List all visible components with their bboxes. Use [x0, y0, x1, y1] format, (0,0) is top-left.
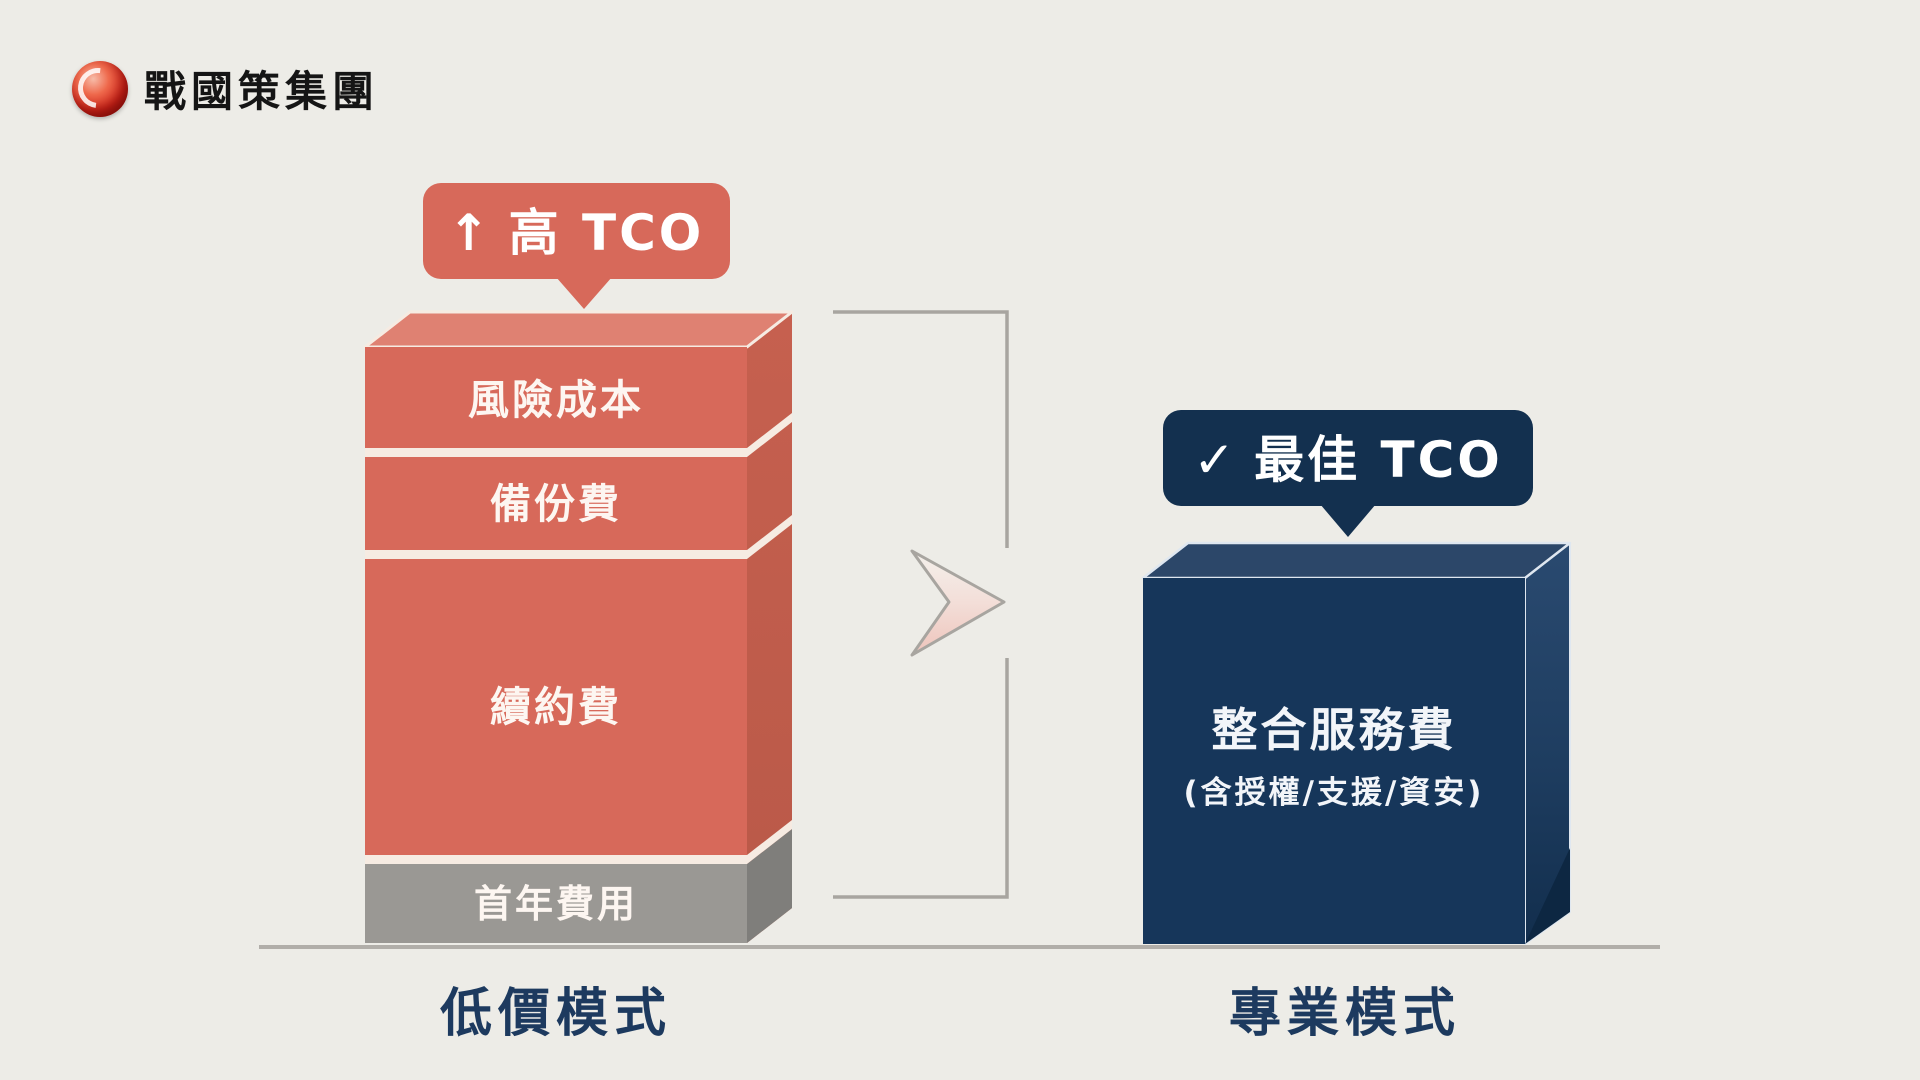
checkmark-icon: ✓: [1193, 431, 1238, 489]
professional-service-box: 整合服務費 (含授權/支援/資安): [1141, 541, 1572, 945]
bar-side-face: [747, 312, 792, 943]
best-tco-text: 最佳 TCO: [1254, 431, 1503, 489]
low-price-stacked-bar: 風險成本 備份費 續約費 首年費用: [363, 310, 794, 943]
segment-backup-fee: 備份費: [490, 480, 622, 528]
best-tco-callout: ✓ 最佳 TCO: [1163, 410, 1533, 537]
svg-text:↑高 TCO: ↑ 高 TCO: [448, 204, 705, 262]
red-sphere-logo-icon: [72, 60, 128, 117]
callout-pointer: [556, 277, 612, 309]
segment-renewal-fee: 續約費: [490, 683, 622, 731]
company-logo: 戰國策集團: [72, 58, 379, 119]
segment-risk-cost: 風險成本: [468, 376, 644, 424]
high-tco-callout: ↑ 高 TCO: [423, 183, 730, 309]
left-model-label: 低價模式: [440, 984, 672, 1044]
segment-first-year-fee: 首年費用: [474, 882, 638, 926]
right-arrow-icon: [910, 549, 1006, 657]
up-arrow-icon: ↑: [448, 204, 493, 262]
comparison-bracket: [833, 310, 1009, 899]
bar-front-face: [365, 347, 747, 943]
callout-pointer: [1320, 504, 1376, 537]
right-model-label: 專業模式: [1229, 984, 1461, 1044]
company-name: 戰國策集團: [144, 67, 380, 116]
box-top-face: [1141, 541, 1572, 580]
high-tco-text: 高 TCO: [509, 204, 705, 262]
integrated-service-fee-label: 整合服務費: [1212, 703, 1457, 757]
svg-text:✓最佳 TCO: ✓ 最佳 TCO: [1193, 431, 1503, 489]
included-services-label: (含授權/支援/資安): [1184, 775, 1485, 811]
first-year-segment: [365, 864, 747, 943]
bar-top-face: [363, 310, 794, 349]
box-front-face: [1143, 578, 1525, 944]
